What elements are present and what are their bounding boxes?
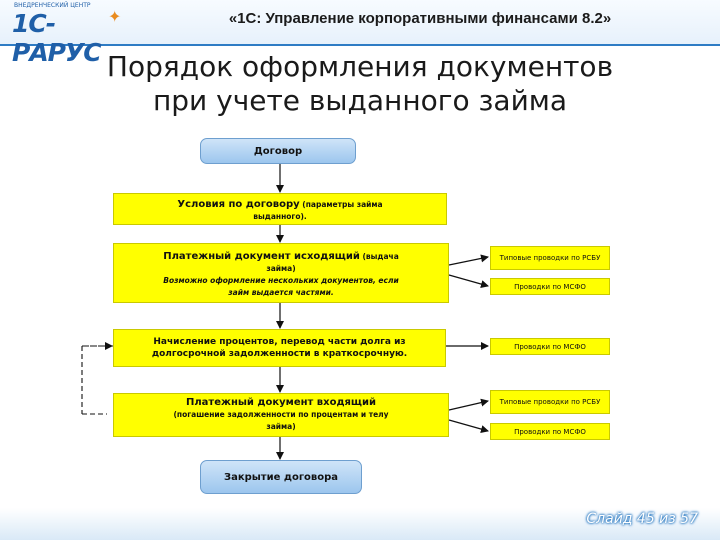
msfo-postings-box-3: Проводки по МСФО — [490, 423, 610, 440]
msfo-postings-box-2: Проводки по МСФО — [490, 338, 610, 355]
msfo-postings-label-2: Проводки по МСФО — [514, 342, 586, 351]
msfo-postings-box-1: Проводки по МСФО — [490, 278, 610, 295]
slide-title: Порядок оформления документов при учете … — [40, 50, 680, 118]
header-band — [0, 0, 720, 46]
slide-title-line-1: Порядок оформления документов — [106, 50, 614, 83]
terms-box: Условия по договору (параметры займа выд… — [113, 193, 447, 225]
repeat-loop — [81, 345, 113, 415]
slide-title-line-2: при учете выданного займа — [152, 84, 568, 117]
payment-out-line-2: займа) — [266, 263, 296, 273]
payment-in-box: Платежный документ входящий (погашение з… — [113, 393, 449, 437]
typical-postings-box-2: Типовые проводки по РСБУ — [490, 390, 610, 414]
typical-postings-label-1: Типовые проводки по РСБУ — [499, 254, 601, 262]
company-logo: ВНЕДРЕНЧЕСКИЙ ЦЕНТР 1С-РАРУС ✦ — [8, 2, 126, 67]
contract-label: Договор — [253, 145, 303, 157]
payment-in-bold: Платежный документ входящий — [185, 397, 377, 408]
footer-band — [0, 508, 720, 540]
interest-box: Начисление процентов, перевод части долг… — [113, 329, 446, 367]
msfo-postings-label-3: Проводки по МСФО — [514, 427, 586, 436]
typical-postings-label-2: Типовые проводки по РСБУ — [499, 398, 601, 406]
arrow-to-typical-2 — [448, 398, 489, 411]
interest-line-2: долгосрочной задолженности в краткосрочн… — [151, 349, 408, 359]
msfo-postings-label-1: Проводки по МСФО — [514, 282, 586, 291]
close-box: Закрытие договора — [200, 460, 362, 494]
arrow-to-typical-1 — [448, 254, 489, 266]
logo-tagline: ВНЕДРЕНЧЕСКИЙ ЦЕНТР — [14, 2, 91, 9]
terms-bold: Условия по договору — [177, 198, 300, 210]
payment-in-line-3: займа) — [266, 422, 296, 431]
course-title: «1С: Управление корпоративными финансами… — [228, 10, 612, 27]
arrow-to-msfo-1 — [448, 274, 489, 288]
contract-box: Договор — [200, 138, 356, 164]
interest-line-1: Начисление процентов, перевод части долг… — [153, 337, 406, 347]
logo-name: 1С-РАРУС — [12, 9, 102, 67]
payment-in-line-2: (погашение задолженности по процентам и … — [173, 410, 389, 419]
logo-star-icon: ✦ — [108, 7, 122, 26]
slide-number: Слайд 45 из 57 — [586, 511, 698, 527]
close-label: Закрытие договора — [223, 471, 339, 483]
arrow-to-msfo-3 — [448, 419, 489, 433]
terms-rest: (параметры займа — [299, 199, 383, 209]
typical-postings-box-1: Типовые проводки по РСБУ — [490, 246, 610, 270]
terms-line-2: выданного). — [253, 211, 307, 221]
payment-out-italic-1: Возможно оформление нескольких документо… — [163, 275, 399, 285]
payment-out-box: Платежный документ исходящий (выдача зай… — [113, 243, 449, 303]
payment-out-italic-2: займ выдается частями. — [228, 287, 334, 297]
payment-out-bold: Платежный документ исходящий — [163, 250, 360, 262]
payment-out-rest: (выдача — [359, 251, 399, 261]
